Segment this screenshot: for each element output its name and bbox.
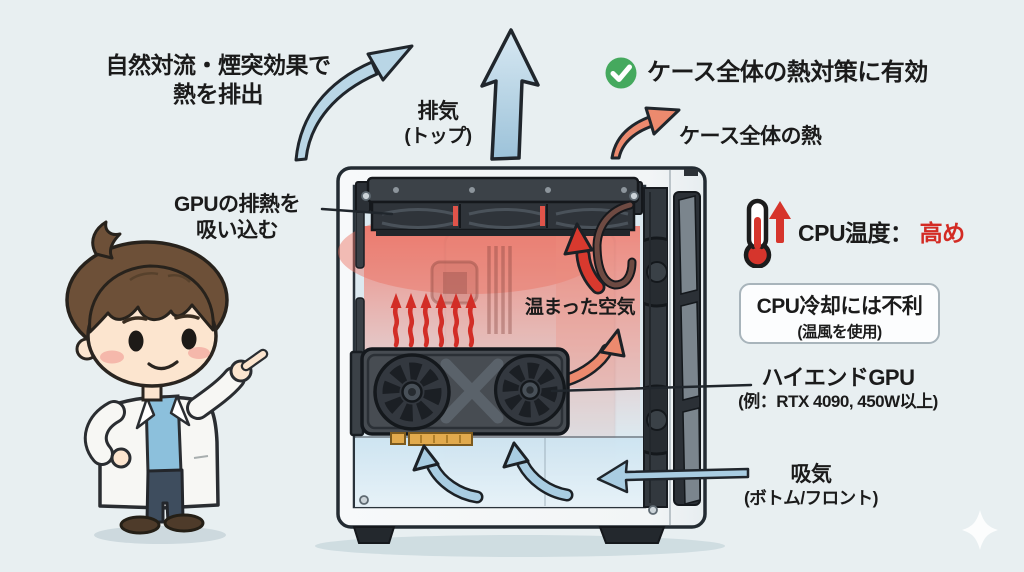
label-case-benefit: ケース全体の熱対策に有効: [604, 54, 928, 91]
case-feet: [352, 526, 666, 544]
leader-line-gpu-exhaust: [320, 207, 394, 216]
warm-air-arrow-large: [563, 222, 606, 295]
front-fan-column: [643, 187, 668, 508]
aio-tube: [592, 200, 637, 290]
label-intake-line2: (ボトム/フロント): [743, 488, 879, 509]
label-highend-gpu: ハイエンドGPU (例：RTX 4090, 450W以上): [712, 364, 964, 412]
cpu-cooling-note-box: CPU冷却には不利 (温風を使用): [739, 283, 940, 344]
ram-slots: [487, 246, 512, 334]
exhaust-arrow-top: [480, 28, 540, 161]
leader-lines: [320, 207, 753, 393]
label-highend-gpu-line2: (例：RTX 4090, 450W以上): [738, 392, 938, 412]
blush: [100, 347, 210, 364]
eyes: [128, 328, 197, 352]
flow-arrows-outer: [294, 28, 750, 494]
temp-rising-arrow-icon: [769, 201, 791, 243]
thermometer-icon: [743, 198, 791, 268]
arm-on-hip: [83, 400, 132, 469]
smile: [147, 360, 179, 371]
case-heat-arrow: [610, 106, 681, 160]
case-top-notch: [684, 169, 698, 176]
label-convection-line2: 熱を排出: [173, 80, 264, 107]
intake-arrow-left: [412, 444, 484, 504]
label-convection: 自然対流・煙突効果で 熱を排出: [86, 51, 350, 108]
radiator-bar: [366, 176, 640, 204]
shoes: [119, 513, 205, 535]
label-case-heat: ケース全体の熱: [679, 124, 869, 150]
label-cpu-temp-value: 高め: [919, 219, 966, 246]
check-circle-icon: [605, 57, 637, 88]
eyebrows: [122, 314, 200, 324]
character-shadow: [94, 526, 226, 544]
cpu-box-line2: (温風を使用): [797, 324, 882, 341]
label-exhaust-line1: 排気: [417, 100, 460, 123]
pcie-connector: [390, 432, 473, 446]
pointing-arm: [186, 348, 269, 420]
label-gpu-exhaust-intake: GPUの排熱を 吸い込む: [154, 192, 320, 244]
intake-arrow-center: [502, 441, 574, 502]
coat-lapels: [135, 394, 191, 430]
label-highend-gpu-line1: ハイエンドGPU: [761, 365, 915, 390]
pc-case: [315, 166, 725, 557]
label-warm-air-text: 温まった空気: [524, 297, 636, 318]
front-mesh-panel: [673, 191, 701, 506]
label-intake-line1: 吸気: [790, 463, 833, 486]
label-gpu-exhaust-line2: 吸い込む: [196, 219, 279, 243]
gpu-card: [349, 349, 568, 446]
label-exhaust-line2: (トップ): [404, 126, 472, 148]
label-cpu-temp: CPU温度：高め: [737, 198, 965, 268]
label-exhaust-top: 排気 (トップ): [388, 99, 488, 149]
cpu-box-line1: CPU冷却には不利: [756, 295, 923, 318]
sparkle-icon: [962, 510, 998, 550]
left-wall-rails: [355, 205, 365, 361]
gpu-x-brace: [440, 358, 504, 424]
hair-strands: [129, 272, 191, 283]
hand-on-hip: [110, 447, 132, 469]
leader-line-gpu: [550, 383, 753, 393]
warm-air-arrow-small: [560, 328, 626, 387]
gpu-fan-left: [375, 355, 449, 429]
label-convection-line1: 自然対流・煙突効果で: [105, 52, 332, 78]
label-cpu-temp-text: CPU温度：: [798, 219, 913, 246]
hair-tuft: [91, 220, 122, 260]
label-intake: 吸気 (ボトム/フロント): [691, 462, 931, 510]
label-gpu-exhaust-line1: GPUの排熱を: [173, 193, 301, 216]
character-scientist: [65, 220, 269, 544]
hair-bangs: [88, 264, 215, 334]
label-case-benefit-text: ケース全体の熱対策に有効: [647, 58, 928, 86]
radiator-fans: [370, 200, 636, 232]
intake-arrow-front: [596, 459, 750, 494]
cool-zone: [355, 438, 644, 507]
corner-screws: [359, 191, 658, 515]
label-warm-air: 温まった空気: [520, 296, 640, 320]
convection-arrow: [294, 44, 414, 162]
label-case-heat-text: ケース全体の熱: [679, 125, 822, 148]
